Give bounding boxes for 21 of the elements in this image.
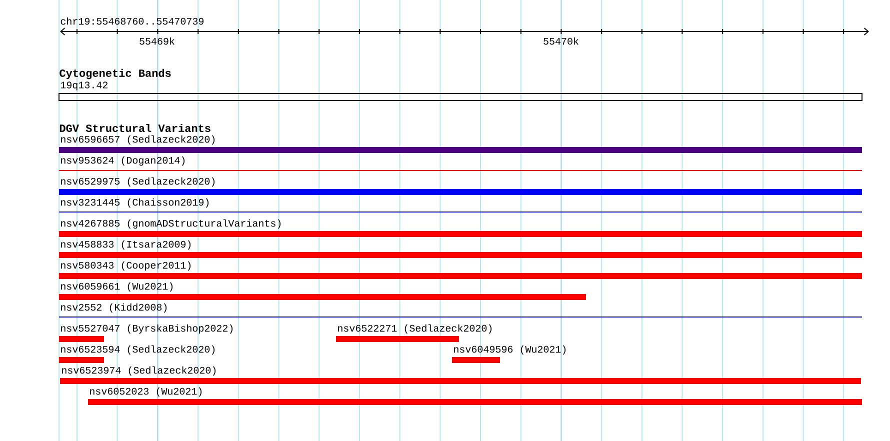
variant-feature: nsv2552 (Kidd2008) bbox=[58, 303, 862, 318]
variant-feature: nsv6059661 (Wu2021) bbox=[59, 282, 586, 300]
tick-label: 55469k bbox=[140, 37, 174, 45]
variant-feature: nsv6596657 (Sedlazeck2020) bbox=[59, 135, 862, 153]
variant-feature: nsv953624 (Dogan2014) bbox=[58, 156, 862, 171]
variant-feature: nsv4267885 (gnomADStructuralVariants) bbox=[59, 219, 862, 237]
variant-feature: nsv458833 (Itsara2009) bbox=[59, 240, 862, 258]
variant-feature: nsv6522271 (Sedlazeck2020) bbox=[336, 324, 492, 342]
variant-feature: nsv5527047 (ByrskaBishop2022) bbox=[59, 324, 233, 342]
coordinate-label: chr19:55468760..55470739 bbox=[60, 17, 204, 25]
variant-feature: nsv3231445 (Chaisson2019) bbox=[58, 198, 862, 212]
variant-feature: nsv6523594 (Sedlazeck2020) bbox=[59, 345, 215, 363]
variant-feature: nsv580343 (Cooper2011) bbox=[59, 261, 862, 279]
track-heading: Cytogenetic Bands bbox=[60, 68, 171, 80]
tick-label: 55470k bbox=[544, 37, 578, 45]
variant-feature: nsv6052023 (Wu2021) bbox=[88, 387, 862, 405]
variant-feature: nsv6049596 (Wu2021) bbox=[452, 345, 566, 363]
variant-feature: nsv6529975 (Sedlazeck2020) bbox=[59, 177, 862, 195]
variant-feature: nsv6523974 (Sedlazeck2020) bbox=[60, 366, 861, 384]
band-label: 19q13.42 bbox=[60, 82, 108, 90]
track-heading: DGV Structural Variants bbox=[60, 124, 210, 132]
